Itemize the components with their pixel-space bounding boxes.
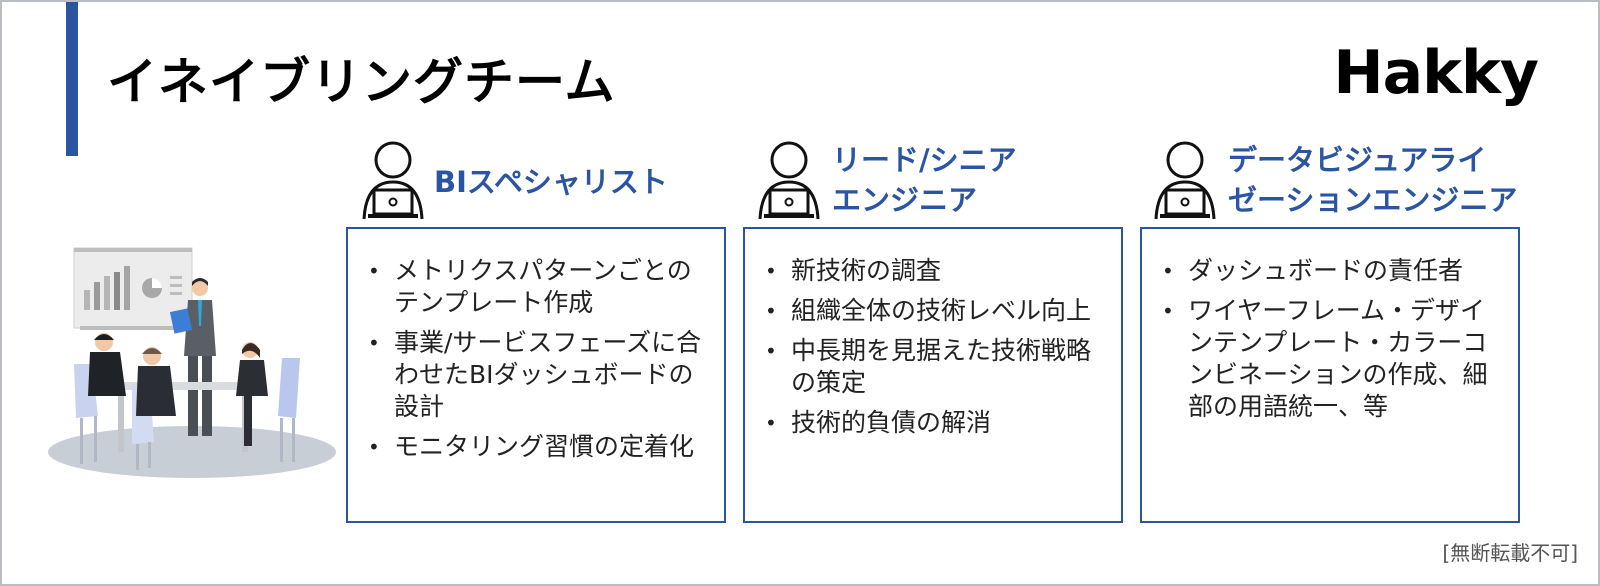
list-item: •ワイヤーフレーム・デザインテンプレート・カラーコンビネーションの作成、細部の用…	[1162, 296, 1488, 421]
role-title-bi-specialist: BIスペシャリスト	[434, 165, 668, 199]
role-title-lead-senior-engineer: リード/シニア エンジニア	[832, 143, 1017, 217]
brand-logo: Hakky	[1333, 38, 1539, 108]
person-with-laptop-icon	[362, 141, 424, 220]
role-card-lead-senior-engineer: •新技術の調査 •組織全体の技術レベル向上 •中長期を見据えた技術戦略の策定 •…	[743, 227, 1123, 523]
list-item: •メトリクスパターンごとのテンプレート作成	[368, 256, 692, 317]
list-item: •新技術の調査	[765, 256, 942, 285]
person-with-laptop-icon	[758, 141, 820, 220]
page-title: イネイブリングチーム	[107, 53, 616, 111]
list-item: •組織全体の技術レベル向上	[765, 296, 1092, 325]
role-title-data-visualization-engineer: データビジュアライ ゼーションエンジニア	[1228, 143, 1518, 217]
list-item: •技術的負債の解消	[765, 408, 992, 437]
role-duties-list: •新技術の調査 •組織全体の技術レベル向上 •中長期を見据えた技術戦略の策定 •…	[745, 229, 1121, 439]
role-card-bi-specialist: •メトリクスパターンごとのテンプレート作成 •事業/サービスフェーズに合わせたB…	[346, 227, 726, 523]
list-item: •モニタリング習慣の定着化	[368, 432, 695, 461]
meeting-illustration	[48, 247, 336, 478]
copyright-note: [無断転載不可]	[1442, 541, 1578, 565]
role-card-data-visualization-engineer: •ダッシュボードの責任者 •ワイヤーフレーム・デザインテンプレート・カラーコンビ…	[1140, 227, 1520, 523]
role-duties-list: •ダッシュボードの責任者 •ワイヤーフレーム・デザインテンプレート・カラーコンビ…	[1142, 229, 1518, 423]
list-item: •ダッシュボードの責任者	[1162, 256, 1464, 285]
list-item: •中長期を見据えた技術戦略の策定	[765, 336, 1092, 397]
title-accent-bar	[66, 2, 78, 156]
role-duties-list: •メトリクスパターンごとのテンプレート作成 •事業/サービスフェーズに合わせたB…	[348, 229, 724, 463]
list-item: •事業/サービスフェーズに合わせたBIダッシュボードの設計	[368, 328, 702, 421]
person-with-laptop-icon	[1154, 141, 1216, 220]
